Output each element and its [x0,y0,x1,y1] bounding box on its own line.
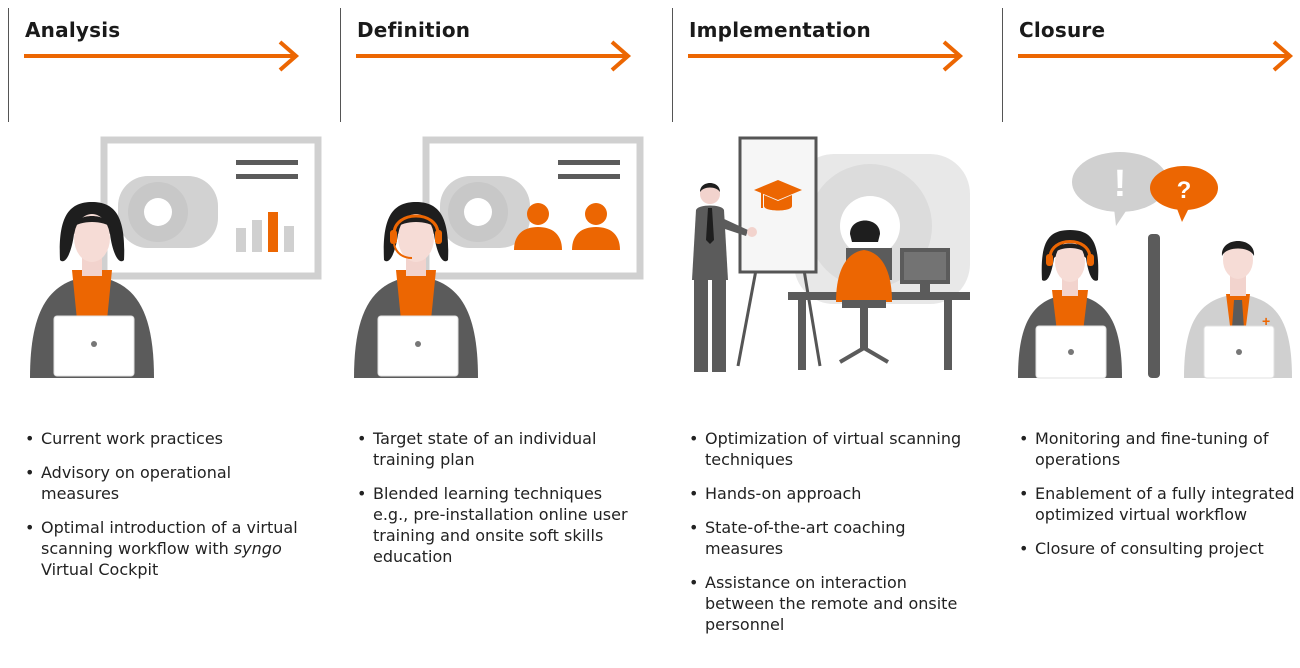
bullet-item: Closure of consulting project [1019,538,1300,559]
bullet-list: Optimization of virtual scanning techniq… [689,428,974,648]
svg-text:+: + [1262,313,1270,329]
illustration-closure: ! ? [1018,152,1292,379]
ct-scanner-icon [118,176,218,248]
phase-closure: Closure ! ? [994,0,1300,668]
illustration-definition [354,136,644,378]
arrow-right-icon [24,40,300,72]
phase-analysis: Analysis [0,0,330,668]
phase-divider [340,8,341,122]
illustration-implementation [692,136,970,372]
phase-title: Analysis [25,18,121,42]
bullet-item: Current work practices [25,428,310,449]
svg-text:!: ! [1114,163,1127,205]
laptop-icon [1203,325,1275,379]
bullet-item: State-of-the-art coaching measures [689,517,974,559]
graduation-cap-icon [754,180,802,211]
bullet-item: Advisory on operational measures [25,462,310,504]
flipchart-icon [736,136,822,367]
arrow-right-icon [356,40,632,72]
divider-pole [1148,234,1160,378]
laptop-icon [377,315,459,377]
bullet-item: Optimal introduction of a virtual scanni… [25,517,310,580]
participant-icon [514,203,620,250]
bullet-item: Target state of an individual training p… [357,428,642,470]
presenter-icon [692,183,757,372]
phase-divider [1002,8,1003,122]
svg-text:?: ? [1177,177,1192,204]
bullet-item: Hands-on approach [689,483,974,504]
speech-bubble-exclamation-icon: ! [1072,152,1168,226]
phase-title: Definition [357,18,471,42]
bullet-list: Target state of an individual training p… [357,428,642,580]
illustration-analysis [30,136,322,378]
bullet-item: Assistance on interaction between the re… [689,572,974,635]
laptop-icon [1035,325,1107,379]
bullet-item: Blended learning techniques e.g., pre-in… [357,483,642,567]
bullet-list: Current work practices Advisory on opera… [25,428,310,593]
bullet-list: Monitoring and fine-tuning of operations… [1019,428,1300,572]
arrow-right-icon [1018,40,1294,72]
ct-scanner-icon [440,176,530,248]
bullet-item: Enablement of a fully integrated optimiz… [1019,483,1300,525]
bullet-item: Optimization of virtual scanning techniq… [689,428,974,470]
laptop-icon [53,315,135,377]
bar-chart-icon [236,212,294,252]
phase-divider [672,8,673,122]
seated-person-icon [836,220,892,364]
phase-definition: Definition [332,0,662,668]
bullet-item: Monitoring and fine-tuning of operations [1019,428,1300,470]
phase-implementation: Implementation [664,0,994,668]
speech-bubble-question-icon: ? [1150,166,1218,222]
arrow-right-icon [688,40,964,72]
phase-title: Implementation [689,18,871,42]
phase-title: Closure [1019,18,1106,42]
phase-divider [8,8,9,122]
